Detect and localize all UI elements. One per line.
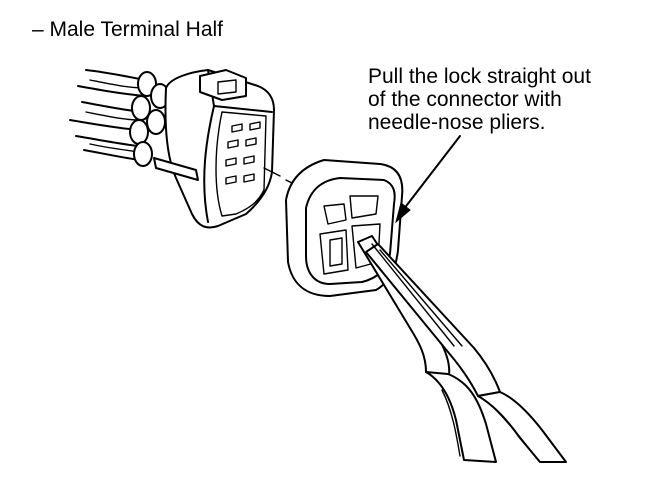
- wire-harness: [69, 69, 170, 167]
- callout-line: Pull the lock straight out: [368, 65, 591, 88]
- callout-arrow: [395, 135, 461, 224]
- male-connector-body: [153, 69, 275, 229]
- callout-line: needle-nose pliers.: [368, 111, 546, 134]
- callout-line: of the connector with: [368, 88, 562, 111]
- callout-instruction: Pull the lock straight out of the connec…: [368, 65, 591, 134]
- needle-nose-pliers: [357, 235, 567, 463]
- section-heading: – Male Terminal Half: [32, 18, 224, 41]
